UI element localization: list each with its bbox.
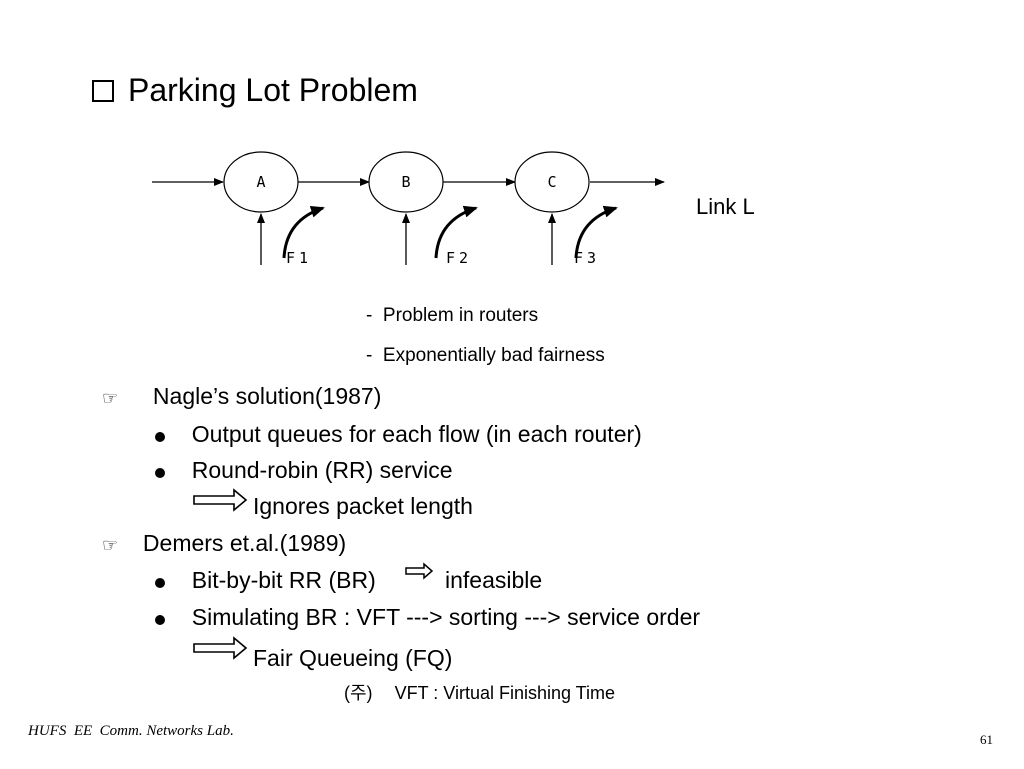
demers-heading: ☞ Demers et.al.(1989)	[102, 530, 346, 557]
nagle-heading-text: Nagle’s solution(1987)	[152, 383, 382, 409]
node-a-label: A	[256, 173, 265, 191]
demers-heading-text: Demers et.al.(1989)	[142, 530, 347, 556]
parking-lot-diagram: A B C F1 F2 F3	[152, 151, 665, 267]
demers-result: Fair Queueing (FQ)	[253, 645, 453, 671]
flow-curve-arrow-f2	[434, 205, 478, 259]
nagle-result: Ignores packet length	[253, 493, 473, 519]
implies-arrow-icon	[193, 488, 248, 512]
bullet-text: Simulating BR : VFT ---> sorting ---> se…	[191, 604, 701, 630]
bullet-text: Round-robin (RR) service	[191, 457, 453, 483]
implies-arrow-icon	[193, 636, 248, 660]
demers-bullet-1: Bit-by-bit RR (BR)	[155, 567, 376, 594]
bullet-text: Output queues for each flow (in each rou…	[191, 421, 642, 447]
note-bad-fairness: - Exponentially bad fairness	[366, 345, 605, 367]
flow-label-f2: F2	[446, 249, 472, 267]
link-l-label: Link L	[696, 194, 755, 219]
demers-bullet-1-result: infeasible	[445, 567, 543, 593]
checkbox-square-icon	[92, 79, 114, 102]
flow-label-f3: F3	[574, 249, 600, 267]
footnote-marker: (주)	[344, 683, 373, 703]
node-b-label: B	[401, 173, 410, 191]
note-problem-routers: - Problem in routers	[366, 305, 538, 327]
demers-bullet-2: Simulating BR : VFT ---> sorting ---> se…	[155, 604, 700, 631]
nagle-bullet-1: Output queues for each flow (in each rou…	[155, 421, 642, 448]
slide-title: Parking Lot Problem	[92, 72, 418, 109]
pointing-hand-icon: ☞	[102, 535, 119, 555]
footnote-text: VFT : Virtual Finishing Time	[394, 683, 616, 703]
nagle-bullet-2: Round-robin (RR) service	[155, 457, 453, 484]
flow-label-f1: F1	[286, 249, 312, 267]
pointing-hand-icon: ☞	[102, 388, 119, 408]
dash-marker: -	[366, 305, 383, 326]
bullet-dot-icon	[155, 578, 165, 588]
node-c	[514, 151, 590, 213]
bullet-dot-icon	[155, 468, 165, 478]
page-number: 61	[980, 732, 993, 747]
slide-title-text: Parking Lot Problem	[128, 72, 418, 108]
footnote: (주) VFT : Virtual Finishing Time	[344, 679, 615, 705]
note-text: Exponentially bad fairness	[382, 345, 605, 366]
nagle-heading: ☞ Nagle’s solution(1987)	[102, 383, 381, 410]
footer-lab-name: HUFS EE Comm. Networks Lab.	[28, 723, 234, 739]
bullet-text-left: Bit-by-bit RR (BR)	[191, 567, 376, 593]
node-c-label: C	[547, 173, 556, 191]
flow-curve-arrow-f1	[282, 206, 325, 259]
bullet-dot-icon	[155, 615, 165, 625]
small-implies-arrow-icon	[405, 562, 434, 580]
bullet-dot-icon	[155, 432, 165, 442]
flow-curve-arrow-f3	[574, 205, 618, 259]
dash-marker: -	[366, 345, 383, 366]
node-a	[223, 151, 299, 213]
node-b	[368, 151, 444, 213]
note-text: Problem in routers	[382, 305, 539, 326]
